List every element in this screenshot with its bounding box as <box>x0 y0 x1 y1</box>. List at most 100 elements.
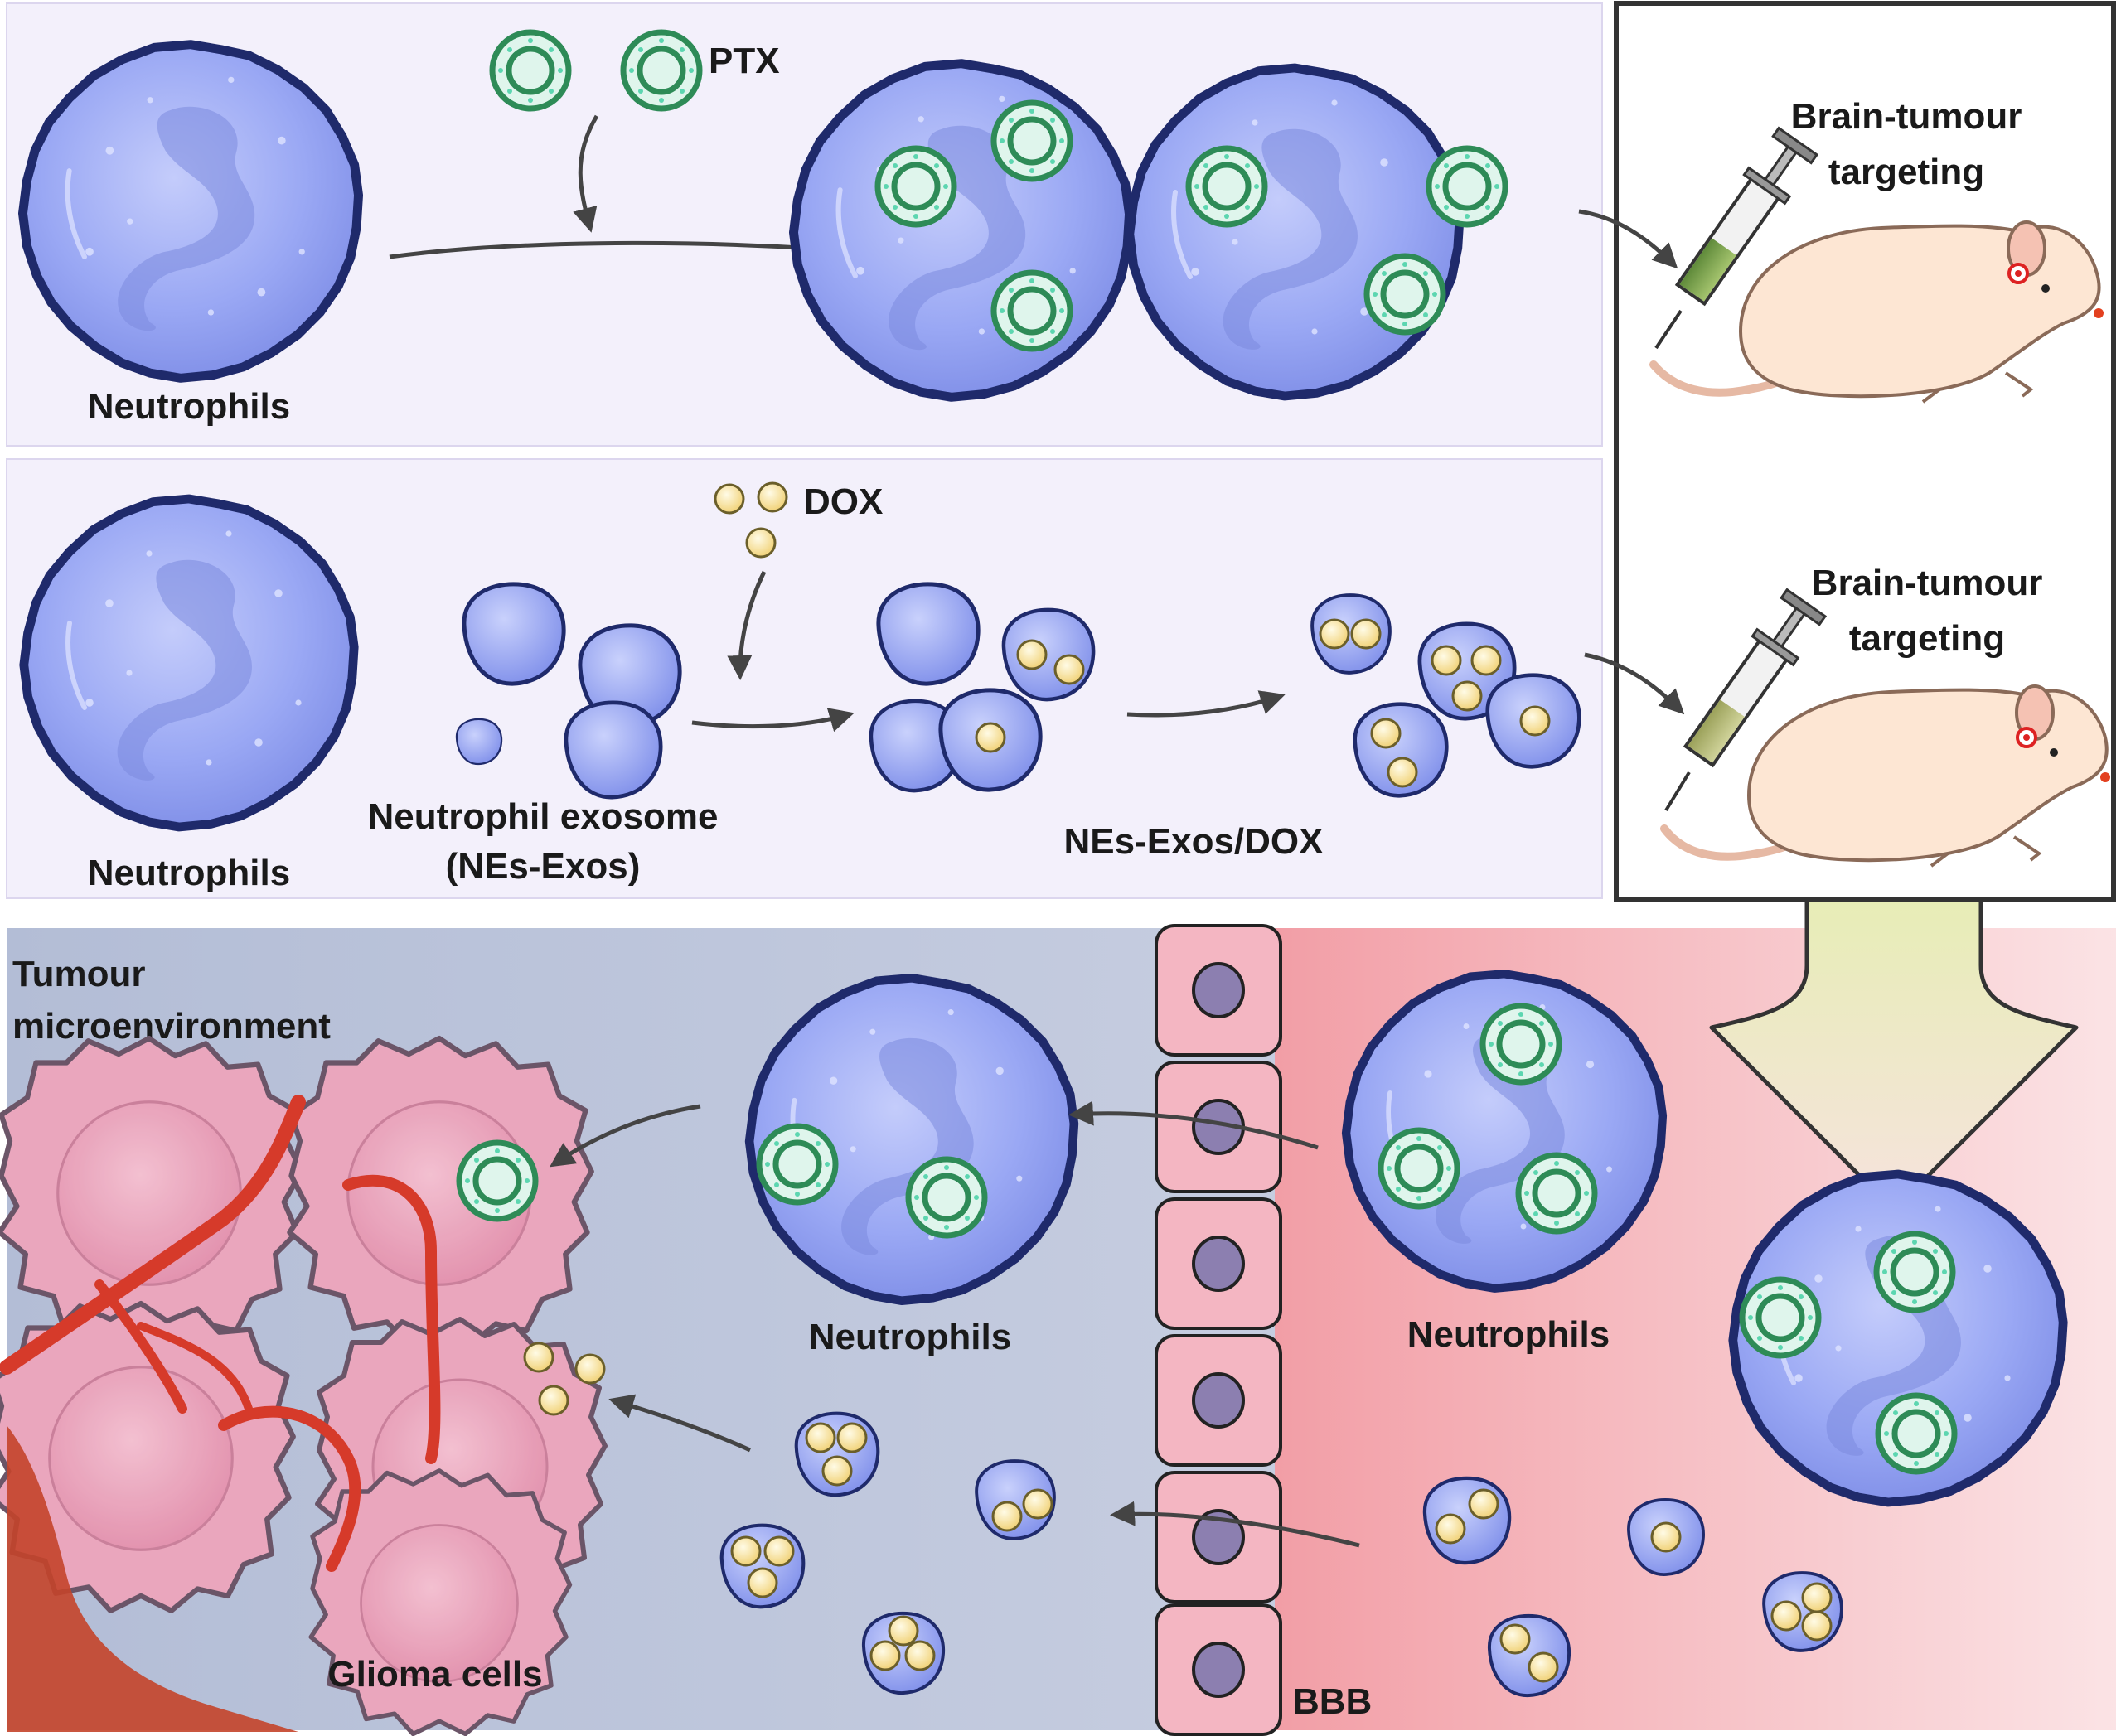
neutrophil-ptx-loaded-2 <box>1130 68 1460 396</box>
label-neutrophils-top: Neutrophils <box>88 386 290 427</box>
dox-delivered-1 <box>523 1342 554 1373</box>
ptx-tissue-1 <box>759 1126 835 1202</box>
dox-particle-3 <box>745 527 777 559</box>
dox-t1c <box>821 1455 853 1487</box>
dox-1b <box>1350 618 1382 650</box>
ptx-in-cell-1c <box>994 273 1070 349</box>
bbb-cell-2 <box>1155 1061 1282 1193</box>
bbb-cell-6 <box>1155 1603 1282 1736</box>
dox-b3a <box>1499 1623 1531 1655</box>
label-nes-exos-dox: NEs-Exos/DOX <box>1064 821 1324 862</box>
label-neutrophils-mid: Neutrophils <box>88 853 290 893</box>
dox-4a <box>1519 705 1551 737</box>
ptx-blood-1 <box>1483 1006 1559 1082</box>
exo-blood-1 <box>1425 1478 1509 1563</box>
arrow-mid-2 <box>1126 690 1286 718</box>
label-glioma: Glioma cells <box>327 1654 542 1695</box>
arrow-ptx-down <box>573 114 599 233</box>
dox-b2a <box>1650 1521 1682 1553</box>
dox-delivered-3 <box>538 1385 569 1416</box>
mouse-2 <box>1660 684 2110 868</box>
dox-t1a <box>805 1422 836 1453</box>
neutrophil-mid-left <box>24 499 354 827</box>
ptx-blood-2 <box>1381 1130 1457 1206</box>
bbb-cell-4 <box>1155 1334 1282 1467</box>
syringe-1 <box>1654 126 1819 350</box>
exosome-a <box>464 584 564 684</box>
dox-b1b <box>1468 1488 1499 1520</box>
dox-t2a <box>991 1501 1023 1532</box>
ptx-in-cell-2c <box>1367 256 1443 332</box>
arrow-to-mouse-2 <box>1584 652 1685 715</box>
arrow-tissue-to-tumour <box>550 1104 701 1168</box>
arrow-dox-down <box>727 570 767 680</box>
arrow-exo-cross-bbb <box>1110 1501 1360 1548</box>
arrow-mid-1 <box>691 708 855 733</box>
arrow-to-mouse-1 <box>1578 209 1678 269</box>
dox-particle-1 <box>714 483 745 515</box>
ptx-vesicle-1 <box>492 32 569 109</box>
dox-b3b <box>1528 1651 1559 1683</box>
ptx-delivered <box>459 1143 535 1219</box>
dox-t2b <box>1022 1488 1053 1520</box>
neutrophil-top-left <box>22 45 358 379</box>
label-tumour-line2: microenvironment <box>12 1006 331 1047</box>
dox-t1b <box>836 1422 868 1453</box>
label-target1-line1: Brain-tumour <box>1791 96 2022 137</box>
label-target2-line2: targeting <box>1849 618 2005 659</box>
label-tumour-line1: Tumour <box>12 954 146 994</box>
dox-b4b <box>1801 1582 1833 1613</box>
dox-t4a <box>869 1640 901 1671</box>
arrow-top-main <box>389 235 821 260</box>
mouse-1 <box>1649 220 2104 404</box>
label-target1-line2: targeting <box>1828 152 1984 192</box>
dox-in-exo-f2 <box>1053 654 1085 685</box>
dox-in-exo-h <box>975 722 1006 753</box>
bbb-cell-3 <box>1155 1197 1282 1330</box>
ptx-blood-3 <box>1518 1155 1595 1231</box>
ptx-in-cell-1b <box>994 103 1070 179</box>
dox-2c <box>1451 680 1483 712</box>
vessel-branch-5 <box>137 1322 253 1413</box>
dox-t3b <box>763 1535 795 1567</box>
exosome-d <box>455 718 503 766</box>
ptx-in-cell-1a <box>878 148 954 225</box>
funnel-arrow <box>1709 897 2079 1212</box>
dox-particle-2 <box>757 481 788 513</box>
neutrophil-ptx-loaded-1 <box>793 64 1129 398</box>
dox-3b <box>1387 757 1418 788</box>
arrow-exo-to-tumour <box>608 1394 752 1453</box>
label-dox: DOX <box>804 481 883 522</box>
ptx-in-cell-2a <box>1189 148 1265 225</box>
label-ptx: PTX <box>709 41 780 81</box>
label-neutrophils-blood: Neutrophils <box>1407 1314 1610 1355</box>
label-exosome-line1: Neutrophil exosome <box>368 796 719 837</box>
dox-2a <box>1431 645 1462 676</box>
dox-b4c <box>1801 1610 1833 1642</box>
label-target2-line1: Brain-tumour <box>1812 563 2043 603</box>
bbb-cell-1 <box>1155 924 1282 1057</box>
ptx-in-cell-2b <box>1429 148 1505 225</box>
blood-vessel <box>7 1425 298 1732</box>
label-bbb: BBB <box>1293 1681 1372 1722</box>
syringe-2 <box>1664 588 1828 812</box>
dox-2b <box>1470 645 1502 676</box>
exosome-c <box>566 703 661 797</box>
ptx-arrived-2 <box>1742 1279 1818 1356</box>
dox-t3c <box>747 1567 778 1598</box>
bbb-cell-5 <box>1155 1471 1282 1603</box>
label-neutrophils-tissue: Neutrophils <box>809 1317 1011 1357</box>
ptx-arrived-1 <box>1876 1234 1953 1310</box>
exo-blood-3 <box>1489 1616 1569 1695</box>
dox-t4c <box>888 1615 919 1647</box>
ptx-vesicle-2 <box>623 32 700 109</box>
dox-in-exo-f1 <box>1016 639 1048 670</box>
ptx-arrived-3 <box>1878 1395 1954 1472</box>
vessel-branch-2 <box>342 1174 441 1464</box>
vessel-branch-4 <box>218 1405 361 1572</box>
dox-b4a <box>1770 1600 1802 1632</box>
vessel-branch-3 <box>94 1279 187 1414</box>
arrow-blood-to-tissue <box>1068 1100 1319 1150</box>
dox-1a <box>1319 618 1350 650</box>
